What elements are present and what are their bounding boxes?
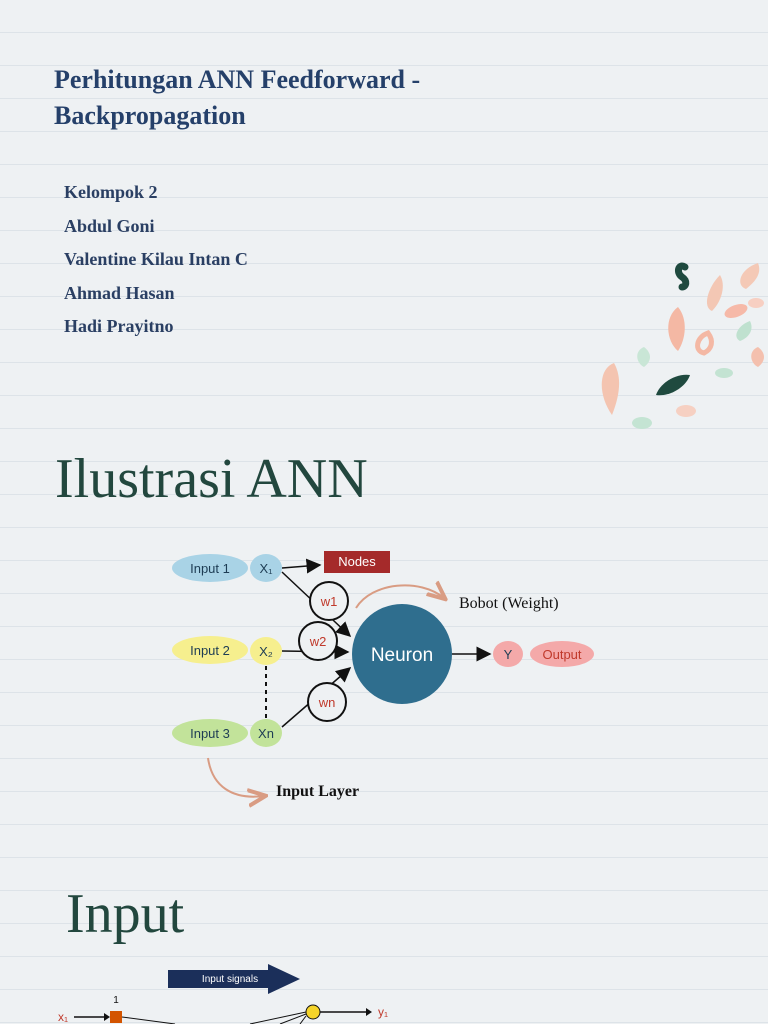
section-heading-illustration: Ilustrasi ANN [55, 448, 368, 510]
weight-caption: Bobot (Weight) [459, 595, 559, 612]
svg-text:w1: w1 [320, 594, 338, 609]
x1-node: X₁ [250, 554, 282, 582]
neuron-node: Neuron [352, 604, 452, 704]
nodes-pointer-arrow [281, 558, 322, 574]
input-x1-label: x₁ [58, 1010, 68, 1024]
member-name: Ahmad Hasan [64, 282, 175, 303]
connection-line [279, 1013, 307, 1024]
connection-line [121, 1016, 176, 1024]
input-layer-caption: Input Layer [276, 783, 359, 800]
nodes-label-box: Nodes [324, 551, 390, 573]
svg-text:Output: Output [542, 647, 581, 662]
ann-illustration-diagram: Input 1 Input 2 Input 3 X₁ X₂ Xn Nodes w… [172, 551, 594, 820]
svg-text:wn: wn [318, 695, 336, 710]
svg-text:Input signals: Input signals [202, 974, 258, 985]
svg-text:Neuron: Neuron [371, 645, 433, 666]
member-name: Valentine Kilau Intan C [64, 249, 248, 269]
svg-text:Input 1: Input 1 [190, 561, 230, 576]
xn-node: Xn [250, 719, 282, 747]
input-node-2: Input 2 [172, 636, 248, 664]
author-list: Kelompok 2 Abdul Goni Valentine Kilau In… [64, 176, 248, 344]
member-name: Abdul Goni [64, 215, 155, 236]
svg-text:Y: Y [504, 647, 513, 662]
input-network-figure: Input signals 1 x₁ y₁ [58, 964, 388, 1024]
weight-w1: w1 [309, 581, 349, 621]
decorative-leaves-graphic [601, 262, 764, 429]
output-y1-label: y₁ [378, 1005, 388, 1019]
x2-node: X₂ [250, 637, 282, 665]
svg-text:X₂: X₂ [259, 644, 273, 659]
connection-line [249, 1011, 307, 1024]
output-y-node: Y [493, 641, 523, 667]
weight-wn: wn [307, 682, 347, 722]
svg-text:Nodes: Nodes [338, 554, 376, 569]
input-node-1: Input 1 [172, 554, 248, 582]
svg-text:Input 3: Input 3 [190, 726, 230, 741]
svg-text:X₁: X₁ [259, 561, 273, 576]
svg-text:w2: w2 [309, 634, 327, 649]
input-node-square [110, 1011, 122, 1023]
connection-line [299, 1015, 307, 1024]
svg-text:Xn: Xn [258, 726, 274, 741]
section-heading-input: Input [66, 883, 185, 945]
x1-input-arrowhead [104, 1013, 110, 1021]
weight-caption-arrow [355, 585, 444, 609]
node-index-label: 1 [113, 995, 119, 1006]
output-neuron-node [305, 1004, 321, 1020]
output-label-node: Output [530, 641, 594, 667]
input-node-3: Input 3 [172, 719, 248, 747]
weight-w2: w2 [298, 621, 338, 661]
input-layer-caption-arrow [207, 757, 264, 797]
svg-text:Input 2: Input 2 [190, 643, 230, 658]
group-name: Kelompok 2 [64, 182, 158, 202]
slide-title: Perhitungan ANN Feedforward - Backpropag… [54, 65, 421, 130]
y1-output-arrowhead [366, 1008, 372, 1016]
input-signals-arrow: Input signals [168, 964, 300, 994]
member-name: Hadi Prayitno [64, 316, 174, 336]
